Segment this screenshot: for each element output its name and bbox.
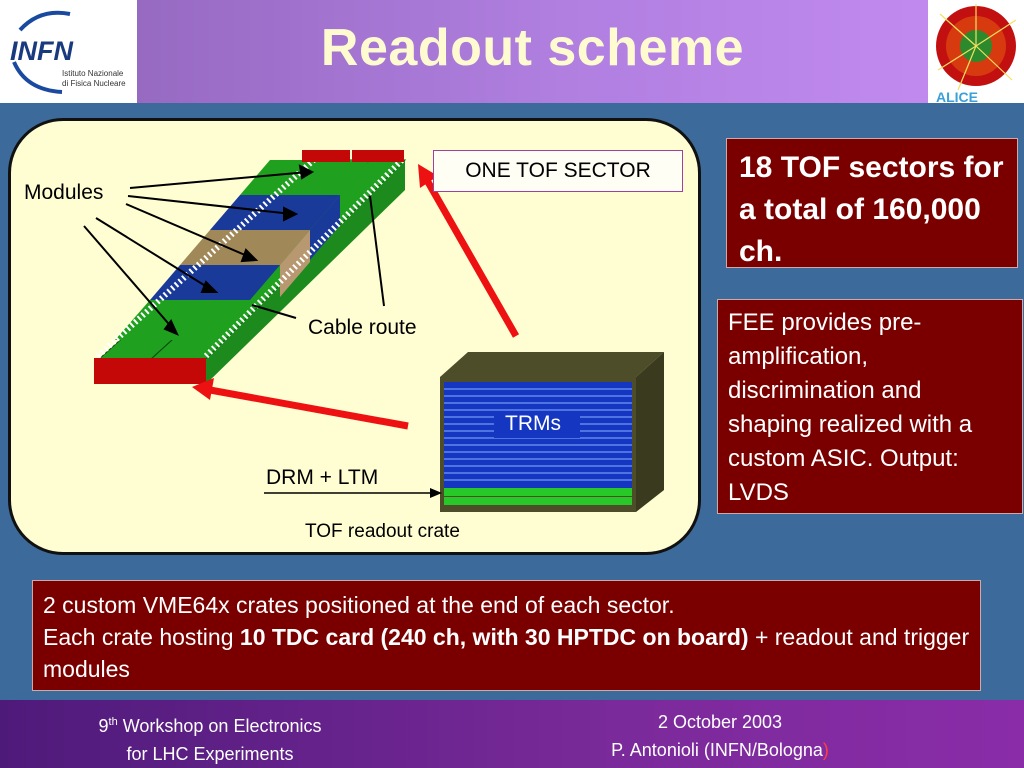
module-pointer-arrows xyxy=(83,164,385,336)
drm-pointer-arrowhead xyxy=(430,488,442,498)
footer-workshop-line-2: for LHC Experiments xyxy=(126,744,294,764)
workshop-number: 9 xyxy=(98,716,109,736)
trms-label-bg xyxy=(494,412,580,438)
page-title: Readout scheme xyxy=(320,19,745,77)
sectors-info-box: 18 TOF sectors for a total of 160,000 ch… xyxy=(726,138,1018,268)
author-paren: ) xyxy=(822,740,829,760)
tof-sector-module-stack xyxy=(94,150,407,385)
crates-line-1: 2 custom VME64x crates positioned at the… xyxy=(43,592,675,618)
drm-ltm-label: DRM + LTM xyxy=(266,466,379,489)
tof-readout-crate xyxy=(440,352,664,512)
workshop-title: Workshop on Electronics xyxy=(117,716,322,736)
one-tof-sector-label: ONE TOF SECTOR xyxy=(433,150,683,192)
infn-logo: INFN Istituto Nazionale di Fisica Nuclea… xyxy=(0,0,137,103)
footer-workshop-line-1: 9th Workshop on Electronics xyxy=(0,708,420,740)
alice-event-display-icon: ALICE xyxy=(936,4,1017,105)
crates-line-2-prefix: Each crate hosting xyxy=(43,624,240,650)
infn-logo-subtitle-1: Istituto Nazionale xyxy=(62,69,124,78)
footer-author: P. Antonioli (INFN/Bologna) xyxy=(520,736,920,764)
sectors-info-text: 18 TOF sectors for a total of 160,000 ch… xyxy=(739,151,1004,268)
alice-logo: ALICE xyxy=(928,0,1024,105)
red-connection-arrows xyxy=(192,164,520,430)
crates-info-box: 2 custom VME64x crates positioned at the… xyxy=(32,580,981,691)
header-bar xyxy=(0,0,1024,103)
cable-route-label: Cable route xyxy=(308,316,417,339)
infn-logo-text: INFN xyxy=(10,36,73,66)
footer-bar: 9th Workshop on Electronics for LHC Expe… xyxy=(0,700,1024,768)
footer-date-author: 2 October 2003 P. Antonioli (INFN/Bologn… xyxy=(520,708,920,764)
crates-line-2-bold: 10 TDC card (240 ch, with 30 HPTDC on bo… xyxy=(239,624,749,650)
trms-label: TRMs xyxy=(505,412,561,435)
crate-label: TOF readout crate xyxy=(305,521,460,542)
fee-info-text: FEE provides pre-amplification, discrimi… xyxy=(728,309,973,506)
workshop-ordinal: th xyxy=(108,716,118,728)
crates-line-2: Each crate hosting 10 TDC card (240 ch, … xyxy=(43,621,970,685)
alice-logo-text: ALICE xyxy=(936,89,978,103)
author-text: P. Antonioli (INFN/Bologna xyxy=(611,740,823,760)
infn-logo-graphic: INFN Istituto Nazionale di Fisica Nuclea… xyxy=(10,10,126,94)
footer-workshop: 9th Workshop on Electronics for LHC Expe… xyxy=(0,708,420,768)
infn-logo-subtitle-2: di Fisica Nucleare xyxy=(62,79,126,88)
crates-line-2-suffix: + readout and trigger modules xyxy=(43,624,970,682)
modules-label: Modules xyxy=(24,181,104,204)
fee-info-box: FEE provides pre-amplification, discrimi… xyxy=(717,299,1023,514)
footer-date: 2 October 2003 xyxy=(657,712,783,732)
